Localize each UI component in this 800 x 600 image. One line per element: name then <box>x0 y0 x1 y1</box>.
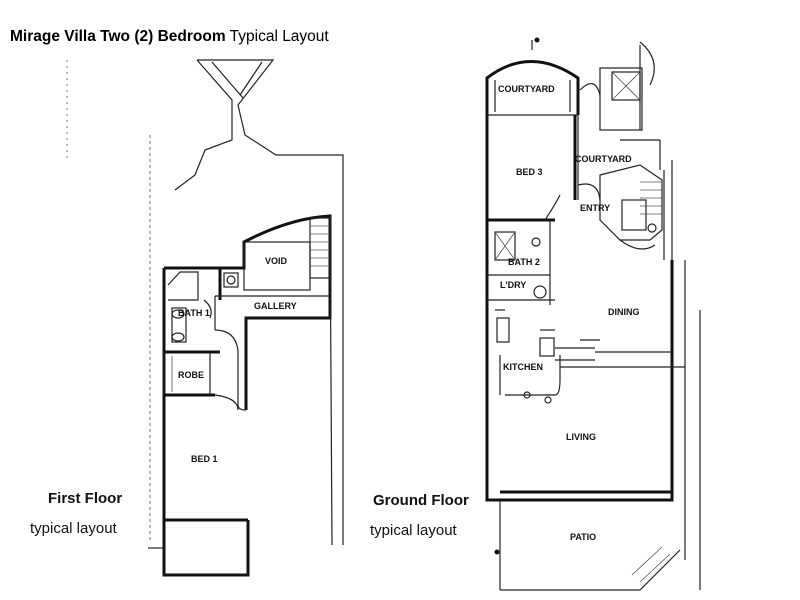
room-label-bed-1: BED 1 <box>191 454 218 464</box>
bath-1-fixtures <box>167 271 239 343</box>
room-label-bath-1: BATH 1 <box>178 308 210 318</box>
top-right-gates <box>579 41 655 131</box>
room-label-patio: PATIO <box>570 532 596 542</box>
first-floor-stairs <box>309 217 331 279</box>
room-label-bed-3: BED 3 <box>516 167 543 177</box>
first-floor-plan: VOID BATH 1 GALLERY ROBE BED 1 <box>66 59 344 577</box>
first-floor-subheading: typical layout <box>30 520 117 537</box>
patio-steps <box>631 546 671 583</box>
room-label-courtyard-top: COURTYARD <box>498 84 555 94</box>
ground-floor-plan: COURTYARD COURTYARD BED 3 ENTRY BATH 2 L… <box>485 37 701 591</box>
room-label-courtyard-right: COURTYARD <box>575 154 632 164</box>
room-label-dining: DINING <box>608 307 640 317</box>
room-label-bath-2: BATH 2 <box>508 257 540 267</box>
roof-outline <box>66 59 344 540</box>
room-label-living: LIVING <box>566 432 596 442</box>
room-label-gallery: GALLERY <box>254 301 297 311</box>
page-title: Mirage Villa Two (2) Bedroom Typical Lay… <box>10 28 329 46</box>
room-label-kitchen: KITCHEN <box>503 362 543 372</box>
ground-floor-subheading: typical layout <box>370 522 457 539</box>
room-label-entry: ENTRY <box>580 203 610 213</box>
ground-floor-stairs <box>599 164 663 241</box>
title-bold: Mirage Villa Two (2) Bedroom <box>10 28 226 45</box>
title-rest: Typical Layout <box>229 28 329 45</box>
ground-floor-heading: Ground Floor <box>373 492 469 509</box>
first-floor-heading: First Floor <box>48 490 123 507</box>
room-label-laundry: L'DRY <box>500 280 526 290</box>
room-label-robe: ROBE <box>178 370 204 380</box>
room-label-void: VOID <box>265 256 288 266</box>
